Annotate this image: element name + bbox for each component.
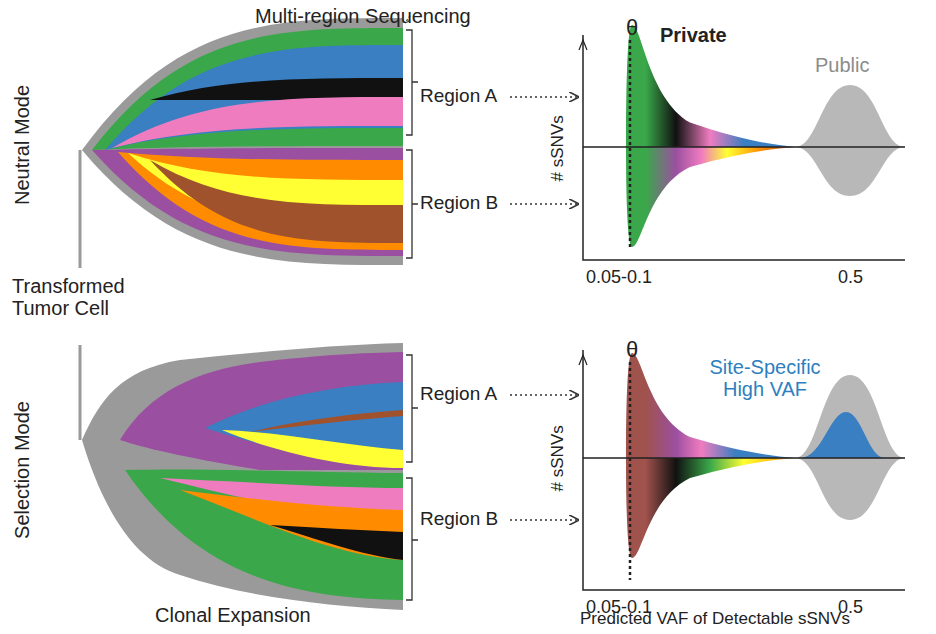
shape <box>629 40 632 580</box>
label: Region A <box>420 86 497 107</box>
label: Public <box>815 54 869 76</box>
label: Region B <box>420 193 498 214</box>
shape <box>120 352 403 470</box>
shape <box>205 382 403 468</box>
shape <box>112 97 403 148</box>
label: Region B <box>420 509 498 530</box>
shape <box>626 458 795 558</box>
label: 0.05-0.1 <box>586 268 652 288</box>
shape <box>579 40 587 365</box>
shape <box>150 160 403 243</box>
label: # sSNVs <box>549 425 568 491</box>
shape <box>92 148 403 256</box>
label: Clonal Expansion <box>155 604 311 626</box>
shape <box>118 152 403 250</box>
shape <box>626 147 795 247</box>
label: θ <box>626 16 638 40</box>
shape <box>626 25 795 147</box>
label: Transformed Tumor Cell <box>12 275 152 319</box>
shape <box>82 18 403 265</box>
label: θ <box>626 338 638 362</box>
shape <box>180 490 403 560</box>
shape <box>583 35 905 590</box>
label: Predicted VAF of Detectable sSNVs <box>580 610 850 629</box>
shape <box>150 78 403 100</box>
label: Multi-region Sequencing <box>255 5 471 27</box>
label: Region A <box>420 384 497 405</box>
label: # sSNVs <box>549 115 568 181</box>
shape <box>250 410 403 432</box>
shape <box>222 430 403 468</box>
shape <box>92 28 403 150</box>
label: Site-Specific High VAF <box>690 356 840 400</box>
label: 0.5 <box>838 268 863 288</box>
shape <box>105 45 403 150</box>
shape <box>82 343 403 610</box>
label: Selection Mode <box>11 401 33 539</box>
shape <box>800 412 885 458</box>
label: Neutral Mode <box>11 85 33 205</box>
shape <box>270 525 403 560</box>
label: Private <box>660 24 727 46</box>
shape <box>795 85 905 196</box>
shape <box>795 375 905 520</box>
shape <box>125 469 403 600</box>
